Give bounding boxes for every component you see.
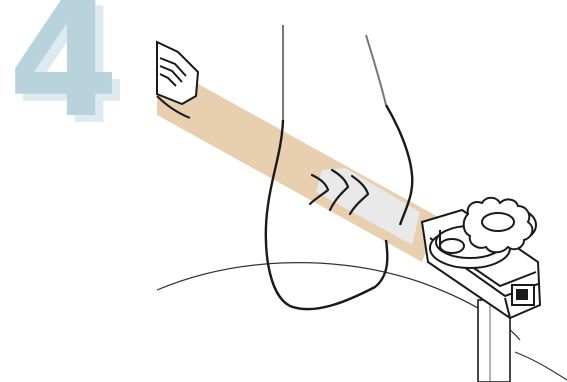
chevron-2: [328, 168, 350, 212]
tension-knob: [429, 196, 537, 269]
body-loop-right: [384, 104, 414, 226]
left-buckle: [156, 40, 200, 119]
chevron-3: [348, 174, 370, 216]
background-arc-lower: [514, 351, 567, 381]
chevron-1: [308, 173, 330, 206]
chevron-marks: [308, 168, 370, 216]
strap-highlight: [316, 168, 420, 245]
step-number: 4: [8, 0, 120, 153]
body-outline-right: [365, 34, 387, 106]
body-loop-left: [264, 119, 389, 311]
